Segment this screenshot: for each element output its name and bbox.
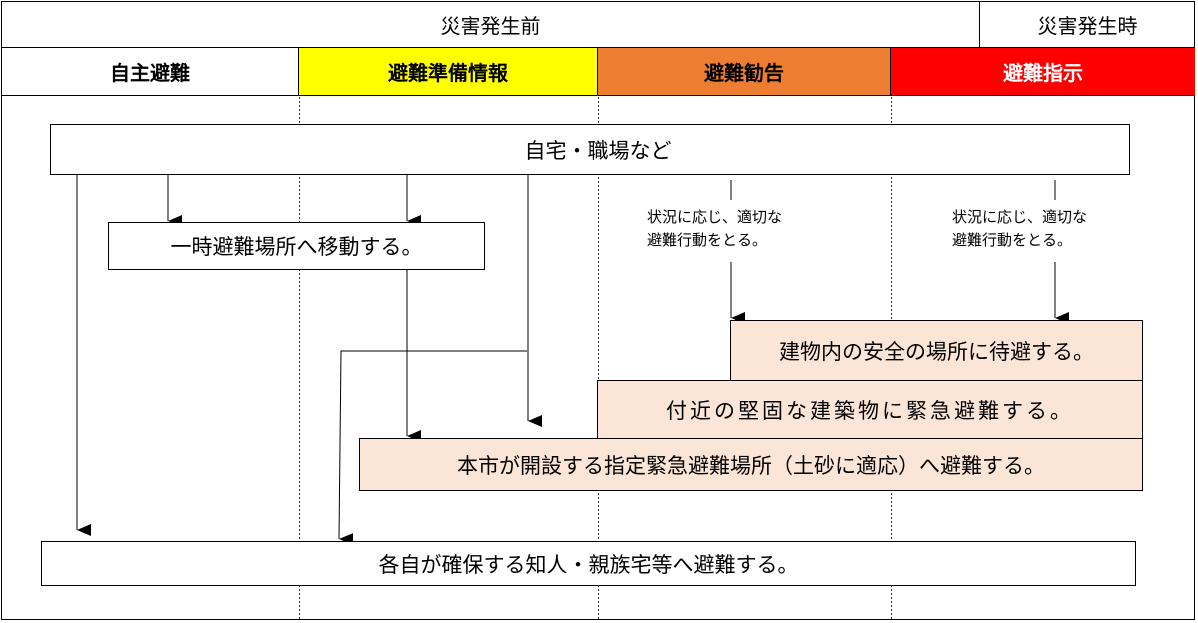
temporary-shelter-label: 一時避難場所へ移動する。 [170, 235, 423, 259]
order-note: 状況に応じ、適切な 避難行動をとる。 [952, 206, 1087, 252]
designated-evacuation-site-box: 本市が開設する指定緊急避難場所（土砂に適応）へ避難する。 [359, 438, 1143, 491]
order-note-line1: 状況に応じ、適切な [952, 208, 1088, 226]
relatives-home-box: 各自が確保する知人・親族宅等へ避難する。 [41, 541, 1136, 586]
header-during-disaster: 災害発生時 [980, 1, 1195, 48]
advisory-note-line2: 避難行動をとる。 [647, 231, 768, 249]
relatives-home-label: 各自が確保する知人・親族宅等へ避難する。 [378, 552, 799, 577]
designated-evacuation-site-label: 本市が開設する指定緊急避難場所（土砂に適応）へ避難する。 [457, 453, 1045, 478]
home-workplace-box: 自宅・職場など [50, 124, 1130, 175]
arrow-elbow-to-relatives [338, 350, 527, 546]
column-header-preparation: 避難準備情報 [299, 48, 598, 96]
advisory-note: 状況に応じ、適切な 避難行動をとる。 [647, 206, 782, 252]
nearby-building-label: 付近の堅固な建築物に緊急避難する。 [666, 398, 1074, 423]
header-before-disaster: 災害発生前 [2, 1, 980, 48]
indoor-safe-place-label: 建物内の安全の場所に待避する。 [779, 339, 1094, 364]
order-note-line2: 避難行動をとる。 [952, 231, 1073, 249]
temporary-shelter-box: 一時避難場所へ移動する。 [108, 222, 485, 270]
column-header-advisory: 避難勧告 [598, 48, 891, 96]
column-header-order: 避難指示 [891, 48, 1195, 96]
advisory-note-line1: 状況に応じ、適切な [647, 208, 783, 226]
column-header-voluntary: 自主避難 [2, 48, 299, 96]
indoor-safe-place-box: 建物内の安全の場所に待避する。 [730, 320, 1143, 381]
nearby-building-box: 付近の堅固な建築物に緊急避難する。 [597, 380, 1143, 439]
home-workplace-label: 自宅・職場など [524, 138, 672, 163]
